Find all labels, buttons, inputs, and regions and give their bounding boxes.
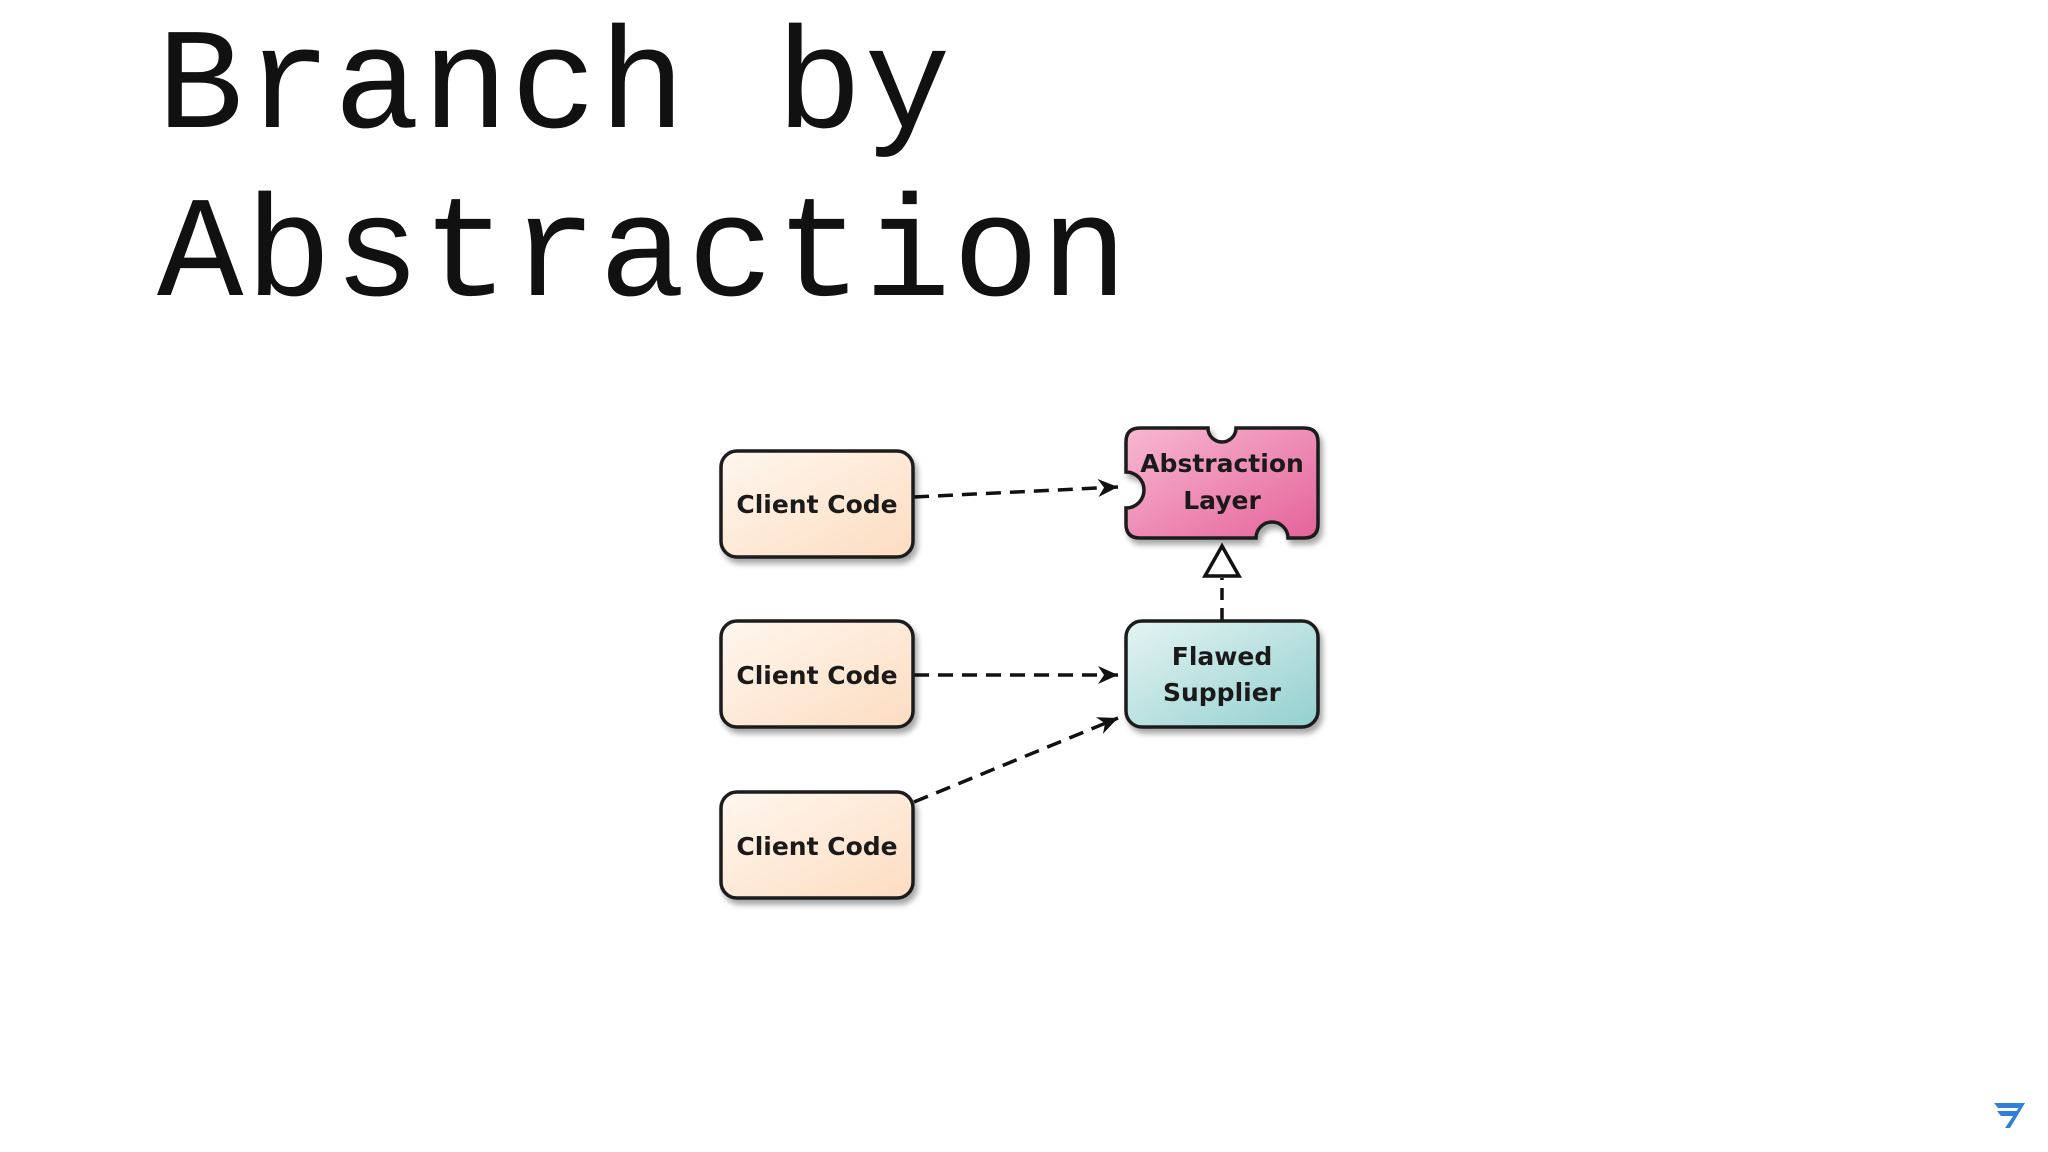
realization-triangle-icon [1201, 542, 1243, 578]
node-client-code-3: Client Code [719, 790, 915, 900]
node-label: Client Code [736, 661, 897, 690]
edge-client-1-to-abstraction [913, 478, 1119, 499]
node-flawed-supplier: Flawed Supplier [1124, 619, 1320, 729]
title-line-1: Branch by [157, 8, 953, 171]
title-line-2: Abstraction [157, 176, 1130, 339]
edges [913, 478, 1243, 804]
node-label: Client Code [736, 490, 897, 519]
node-client-code-1: Client Code [719, 449, 915, 559]
node-label-line-2: Layer [1183, 486, 1261, 515]
slide-title: Branch by Abstraction [157, 6, 1130, 342]
node-label-line-1: Flawed [1172, 642, 1272, 671]
node-client-code-2: Client Code [719, 619, 915, 729]
node-abstraction-layer: Abstraction Layer [1124, 426, 1320, 540]
puzzle-piece-icon [1124, 426, 1320, 540]
node-label: Client Code [736, 832, 897, 861]
node-label-line-2: Supplier [1163, 678, 1282, 707]
edge-client-3-to-supplier [913, 716, 1119, 804]
node-label-line-1: Abstraction [1140, 449, 1304, 478]
brand-logo-icon [1994, 1103, 2025, 1128]
